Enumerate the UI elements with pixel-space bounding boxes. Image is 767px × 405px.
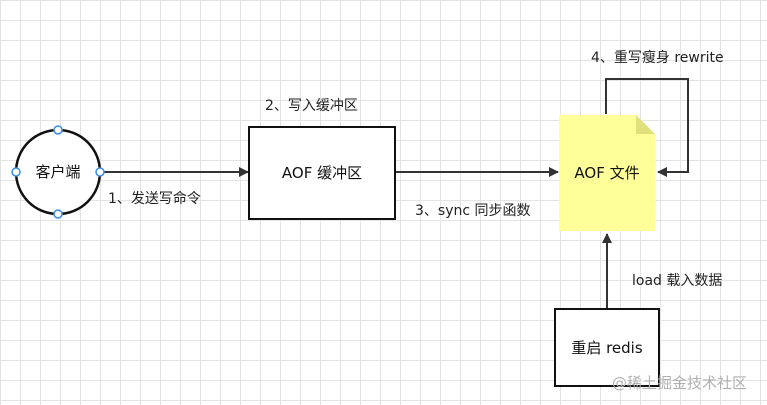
node-client-label: 客户端	[35, 163, 80, 181]
aof-file-shape	[559, 115, 655, 231]
node-restart-redis[interactable]: 重启 redis	[554, 308, 660, 387]
restart-redis-box	[554, 308, 660, 387]
label-sync: 3、sync 同步函数	[415, 203, 531, 219]
selection-handle-right[interactable]	[95, 167, 105, 177]
selection-handle-top[interactable]	[53, 125, 63, 135]
node-restart-redis-label: 重启 redis	[571, 339, 643, 357]
label-rewrite: 4、重写瘦身 rewrite	[591, 49, 724, 66]
node-client[interactable]: 客户端	[11, 125, 105, 219]
node-aof-buffer[interactable]: AOF 缓冲区	[248, 126, 396, 220]
label-send-command: 1、发送写命令	[108, 190, 201, 207]
selection-handle-bottom[interactable]	[53, 209, 63, 219]
node-aof-buffer-label: AOF 缓冲区	[282, 164, 362, 182]
edge-rewrite-loop	[605, 78, 689, 177]
label-write-buffer: 2、写入缓冲区	[265, 98, 358, 114]
node-aof-file[interactable]: AOF 文件	[559, 115, 655, 231]
label-load: load 载入数据	[632, 273, 722, 289]
selection-handle-left[interactable]	[11, 167, 21, 177]
node-aof-file-label: AOF 文件	[574, 164, 639, 182]
aof-buffer-box	[248, 126, 396, 220]
aof-file-fold	[636, 115, 655, 134]
watermark: @稀土掘金技术社区	[612, 374, 747, 392]
